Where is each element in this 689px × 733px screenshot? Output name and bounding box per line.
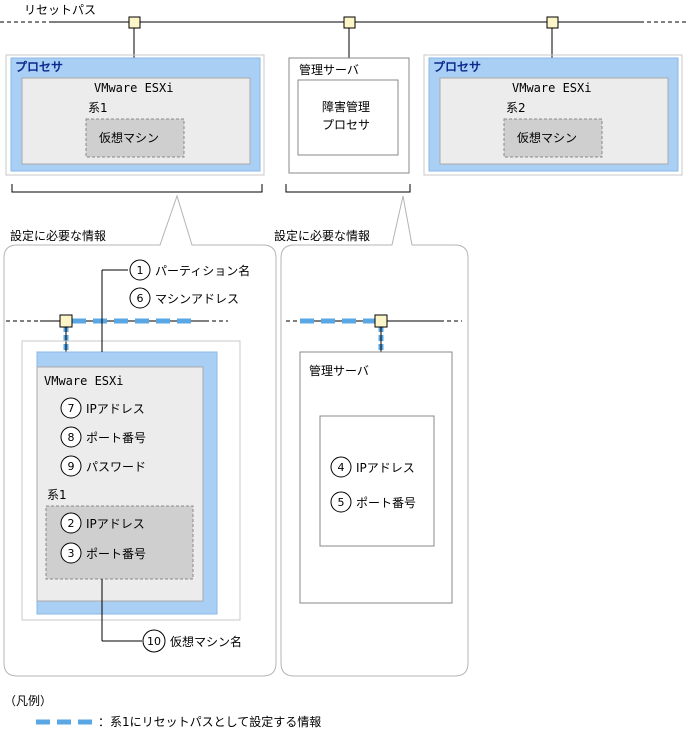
mgmt-server-top: 管理サーバ 障害管理 プロセサ	[288, 57, 410, 174]
label-8: ポート番号	[86, 431, 146, 445]
vm-left-label: 仮想マシン	[99, 130, 159, 145]
num-6: 6	[137, 292, 144, 305]
num-circle-4	[330, 456, 352, 478]
legend-title: （凡例）	[4, 694, 52, 708]
num-circle-2	[60, 512, 82, 534]
num-circle-7	[60, 397, 82, 419]
num-10: 10	[147, 635, 161, 648]
num-4: 4	[338, 461, 345, 474]
processor-right: プロセサ VMware ESXi 系2 仮想マシン	[423, 54, 683, 176]
processor-left-title: プロセサ	[15, 59, 63, 74]
left-detail-host-label: VMware ESXi	[44, 374, 123, 388]
processor-left: プロセサ VMware ESXi 系1 仮想マシン	[5, 54, 265, 176]
processor-right-title: プロセサ	[433, 59, 481, 74]
label-5: ポート番号	[356, 496, 416, 510]
right-detail-title: 管理サーバ	[309, 363, 369, 378]
system2-label: 系2	[506, 101, 526, 115]
right-detail-processor	[319, 415, 435, 547]
bracket-right	[285, 184, 411, 193]
legend-text: ：系1にリセットパスとして設定する情報	[98, 714, 321, 729]
num-5: 5	[338, 496, 345, 509]
label-9: パスワード	[86, 460, 146, 474]
num-circle-5	[330, 491, 352, 513]
callout-right-title: 設定に必要な情報	[274, 228, 370, 243]
num-1: 1	[137, 264, 144, 277]
left-detail-system-label: 系1	[47, 488, 67, 502]
label-7: IPアドレス	[86, 402, 145, 416]
num-circle-6	[129, 287, 151, 309]
callout-left-title: 設定に必要な情報	[10, 228, 106, 243]
reset-path-label: リセットパス	[24, 3, 96, 17]
system1-label: 系1	[88, 101, 108, 115]
host-left-label: VMware ESXi	[94, 81, 173, 95]
right-detail-node	[374, 314, 388, 328]
host-right-label: VMware ESXi	[512, 81, 591, 95]
fault-mgmt-line2: プロセサ	[322, 118, 370, 132]
label-3: ポート番号	[86, 547, 146, 561]
num-circle-3	[60, 542, 82, 564]
label-4: IPアドレス	[356, 461, 415, 475]
num-8: 8	[68, 431, 75, 444]
left-detail-outer	[21, 340, 241, 621]
bracket-left	[11, 184, 263, 193]
num-circle-9	[60, 455, 82, 477]
label-6: マシンアドレス	[155, 292, 239, 306]
num-circle-1	[129, 259, 151, 281]
left-detail-node	[59, 314, 73, 328]
bus-node-right	[546, 16, 559, 29]
bus-node-mgmt	[343, 16, 356, 29]
mgmt-server-title: 管理サーバ	[299, 62, 359, 77]
num-circle-10	[142, 629, 166, 653]
num-3: 3	[68, 547, 75, 560]
num-2: 2	[68, 517, 75, 530]
label-1: パーティション名	[155, 263, 250, 278]
num-circle-8	[60, 426, 82, 448]
fault-mgmt-line1: 障害管理	[322, 99, 370, 114]
label-10: 仮想マシン名	[170, 634, 242, 649]
bus-node-left	[128, 16, 141, 29]
vm-right-label: 仮想マシン	[517, 130, 577, 145]
label-2: IPアドレス	[86, 517, 145, 531]
num-9: 9	[68, 460, 75, 473]
num-7: 7	[68, 402, 75, 415]
